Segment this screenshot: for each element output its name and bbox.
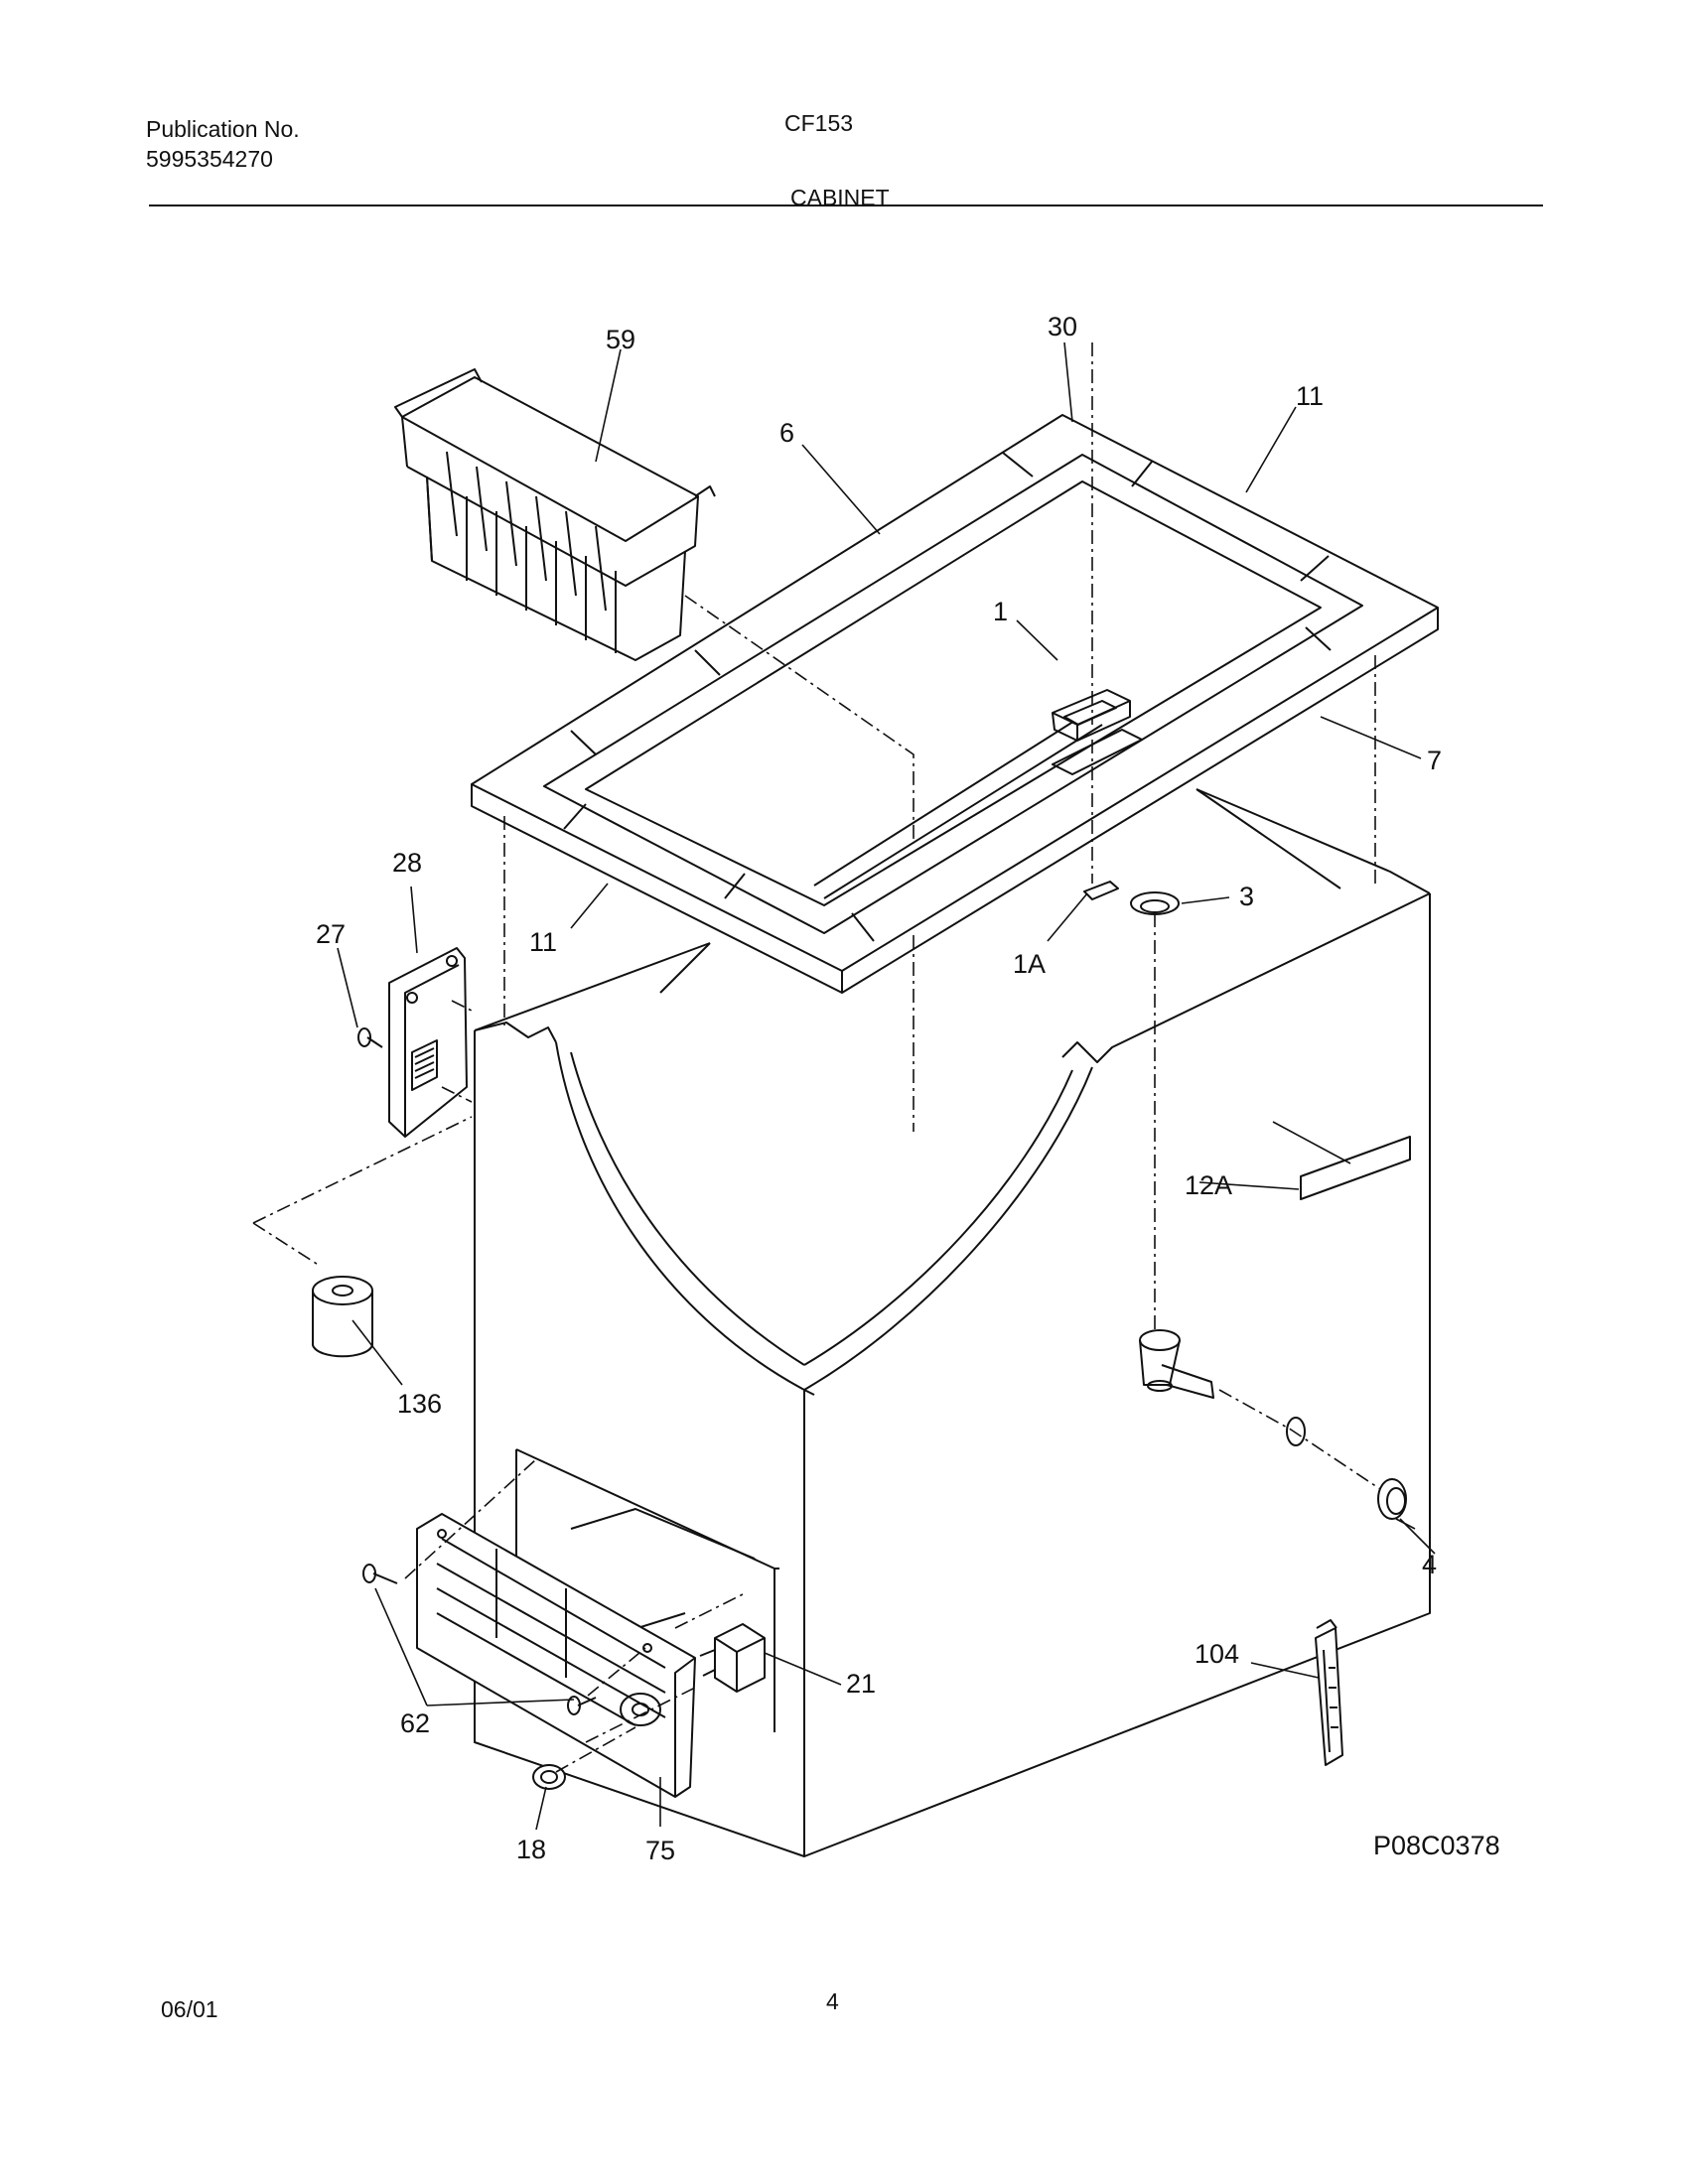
revision-date: 06/01 xyxy=(161,1996,218,2022)
label-6: 6 xyxy=(779,418,794,448)
grille-plug xyxy=(532,1764,566,1790)
label-21: 21 xyxy=(846,1669,876,1699)
header-rule xyxy=(149,205,1543,206)
leader-lines xyxy=(337,341,1436,1831)
latch-part xyxy=(1052,689,1131,742)
grille xyxy=(416,1513,696,1798)
label-11-left: 11 xyxy=(529,927,557,957)
label-104: 104 xyxy=(1195,1639,1239,1669)
label-4: 4 xyxy=(1422,1550,1437,1579)
gasket-frame xyxy=(471,414,1439,994)
drain-tube xyxy=(1139,1329,1214,1399)
hinge xyxy=(388,947,468,1138)
relay xyxy=(699,1623,766,1693)
thermometer xyxy=(1315,1619,1343,1766)
foot xyxy=(312,1276,373,1358)
label-27: 27 xyxy=(316,919,346,949)
label-11-top: 11 xyxy=(1296,381,1324,411)
cabinet-body xyxy=(474,788,1431,1857)
label-18: 18 xyxy=(516,1835,546,1864)
label-28: 28 xyxy=(392,848,422,878)
label-1: 1 xyxy=(993,597,1008,626)
label-75: 75 xyxy=(645,1836,675,1865)
grille-screws xyxy=(362,1564,597,1715)
keeper-part xyxy=(1083,881,1119,900)
drain-cap xyxy=(1377,1478,1407,1520)
assembly-lines xyxy=(252,342,1381,1773)
hinge-screw xyxy=(357,1027,383,1048)
page-number: 4 xyxy=(826,1988,839,2014)
figure-code: P08C0378 xyxy=(1373,1831,1500,1860)
publication-number: 5995354270 xyxy=(146,146,273,172)
model-number: CF153 xyxy=(784,110,854,136)
label-136: 136 xyxy=(397,1389,442,1419)
label-7: 7 xyxy=(1427,746,1442,775)
label-59: 59 xyxy=(606,325,635,354)
label-1A: 1A xyxy=(1013,949,1046,979)
basket xyxy=(394,368,716,661)
nameplate xyxy=(1300,1136,1411,1200)
drain-plug-top xyxy=(1130,891,1180,915)
publication-label: Publication No. xyxy=(146,116,300,142)
part-labels: 59 30 6 11 1 7 28 27 11 1A 3 12A 136 4 1… xyxy=(316,312,1500,1865)
label-62: 62 xyxy=(400,1708,430,1738)
label-30: 30 xyxy=(1048,312,1077,341)
label-3: 3 xyxy=(1239,882,1254,911)
label-12A: 12A xyxy=(1185,1170,1232,1200)
